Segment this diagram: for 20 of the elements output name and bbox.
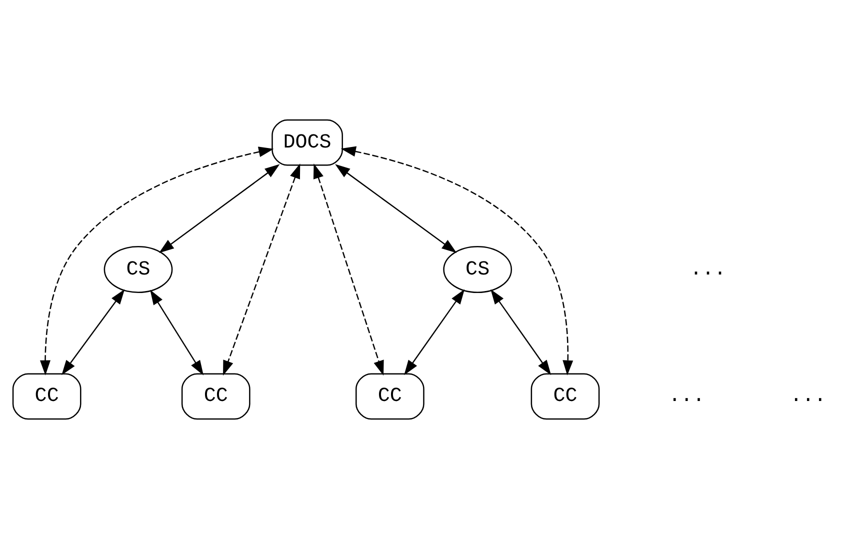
arrow <box>158 164 280 254</box>
node-box: CC <box>12 373 82 420</box>
arrow <box>490 289 552 376</box>
node-box: CC <box>181 373 250 420</box>
arrow <box>223 163 300 376</box>
label: ... <box>668 385 705 408</box>
label: ... <box>690 258 726 282</box>
arrow <box>404 289 465 376</box>
arrow <box>62 289 125 376</box>
arrow <box>335 164 457 253</box>
arrow <box>340 146 574 376</box>
node-ellipse: CS <box>104 246 173 293</box>
node-ellipse: CS <box>443 246 512 293</box>
node-box: CC <box>356 373 424 420</box>
arrow <box>313 163 384 376</box>
node-box: CC <box>530 373 600 420</box>
arrow <box>40 146 274 376</box>
label: ... <box>790 385 826 408</box>
arrow <box>150 290 204 376</box>
node-box: DOCS <box>272 119 343 166</box>
